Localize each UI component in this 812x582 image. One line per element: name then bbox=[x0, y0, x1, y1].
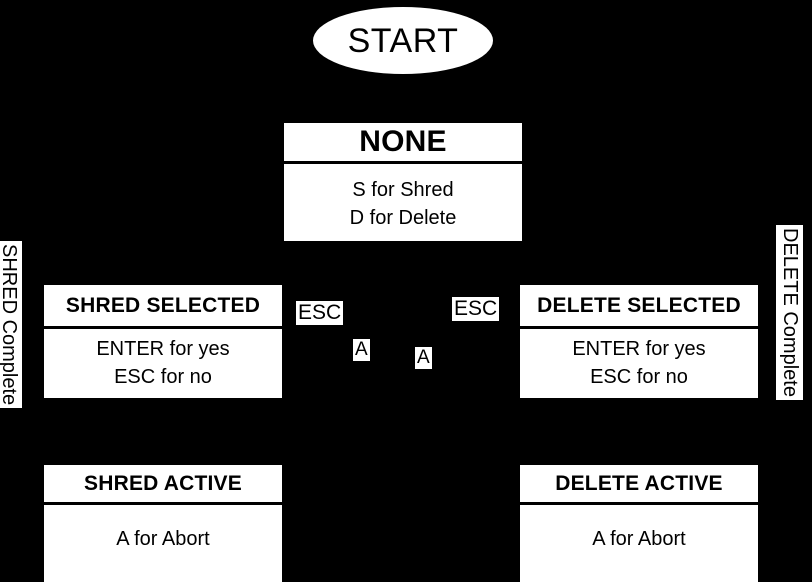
edge-label-esc-right: ESC bbox=[452, 297, 500, 322]
edge-label-abort-left: A bbox=[353, 339, 370, 361]
state-body-delete-selected: ENTER for yes ESC for no bbox=[520, 329, 758, 398]
state-title-shred-active: SHRED ACTIVE bbox=[44, 465, 282, 505]
state-body-line: A for Abort bbox=[116, 528, 210, 550]
start-node[interactable]: START bbox=[313, 7, 493, 74]
state-body-line: A for Abort bbox=[592, 528, 686, 550]
state-body-shred-active: A for Abort bbox=[44, 505, 282, 582]
state-body-line: ESC for no bbox=[590, 366, 688, 388]
start-node-label: START bbox=[347, 21, 459, 60]
state-title-shred-selected: SHRED SELECTED bbox=[44, 285, 282, 329]
state-box-shred-active[interactable]: SHRED ACTIVE A for Abort bbox=[44, 465, 282, 582]
connector-none-to-shred-selected-vert bbox=[280, 241, 283, 286]
edge-label-esc-left: ESC bbox=[296, 301, 344, 326]
connector-none-to-delete-selected-vert bbox=[521, 241, 524, 286]
state-box-delete-selected[interactable]: DELETE SELECTED ENTER for yes ESC for no bbox=[520, 285, 758, 398]
state-box-none[interactable]: NONE S for Shred D for Delete bbox=[284, 123, 522, 241]
state-body-line: D for Delete bbox=[349, 207, 457, 229]
state-box-shred-selected[interactable]: SHRED SELECTED ENTER for yes ESC for no bbox=[44, 285, 282, 398]
state-body-line: S for Shred bbox=[352, 179, 454, 201]
connector-start-to-none bbox=[402, 73, 405, 123]
state-body-line: ENTER for yes bbox=[96, 338, 230, 360]
edge-label-abort-right: A bbox=[415, 347, 432, 369]
edge-label-delete-complete: DELETE Complete bbox=[776, 225, 803, 400]
state-body-none: S for Shred D for Delete bbox=[284, 164, 522, 241]
state-body-line: ESC for no bbox=[114, 366, 212, 388]
state-title-delete-selected: DELETE SELECTED bbox=[520, 285, 758, 329]
state-title-none: NONE bbox=[284, 123, 522, 164]
state-body-delete-active: A for Abort bbox=[520, 505, 758, 582]
state-box-delete-active[interactable]: DELETE ACTIVE A for Abort bbox=[520, 465, 758, 582]
connector-shred-selected-to-shred-active bbox=[280, 398, 283, 468]
connector-abort-right bbox=[422, 348, 425, 470]
connector-delete-selected-to-delete-active bbox=[521, 398, 524, 468]
edge-label-shred-complete: SHRED Complete bbox=[0, 241, 22, 409]
state-body-shred-selected: ENTER for yes ESC for no bbox=[44, 329, 282, 398]
connector-abort-left bbox=[360, 340, 363, 470]
state-title-delete-active: DELETE ACTIVE bbox=[520, 465, 758, 505]
state-body-line: ENTER for yes bbox=[572, 338, 706, 360]
